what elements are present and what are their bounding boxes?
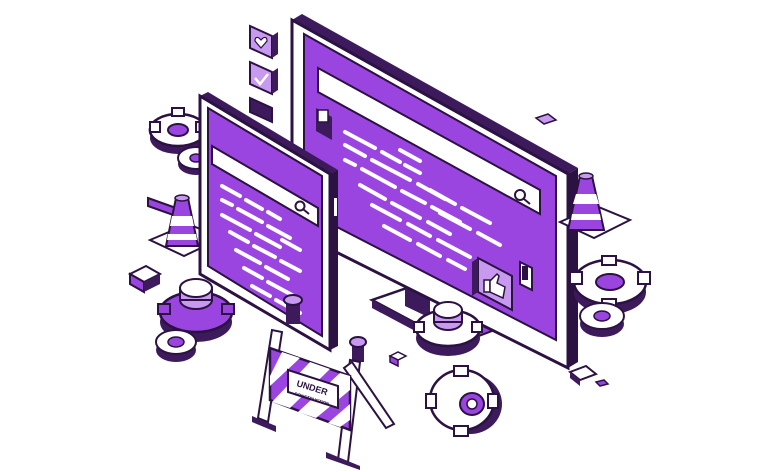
- monitor: [290, 14, 578, 371]
- barrier-icon: UNDER CONSTRUCTION: [252, 328, 396, 470]
- heart-tile: [249, 24, 278, 60]
- sign-plate: [287, 368, 339, 410]
- thumbs-up-icon: [483, 272, 506, 300]
- check-tile: [249, 60, 278, 96]
- monitor-search-bar: [317, 66, 541, 216]
- tablet-text-lines: [220, 184, 302, 315]
- bolt: [283, 294, 303, 324]
- tablet-search-bar: [211, 144, 319, 228]
- traffic-cone-icon: [557, 172, 633, 240]
- tablet: [198, 92, 338, 353]
- search-icon: [514, 189, 531, 205]
- heart-icon: [254, 36, 268, 49]
- gear-icon: [579, 302, 625, 337]
- monitor-text-lines: [343, 130, 502, 271]
- thumbs-up-card: [472, 256, 513, 312]
- gear-icon: [425, 365, 502, 437]
- blank-tile: [249, 96, 273, 124]
- checkmark-icon: [254, 73, 269, 86]
- bolt: [349, 336, 367, 362]
- gear-icon: [155, 329, 197, 362]
- search-icon: [294, 200, 310, 215]
- gear-icon: [413, 301, 483, 356]
